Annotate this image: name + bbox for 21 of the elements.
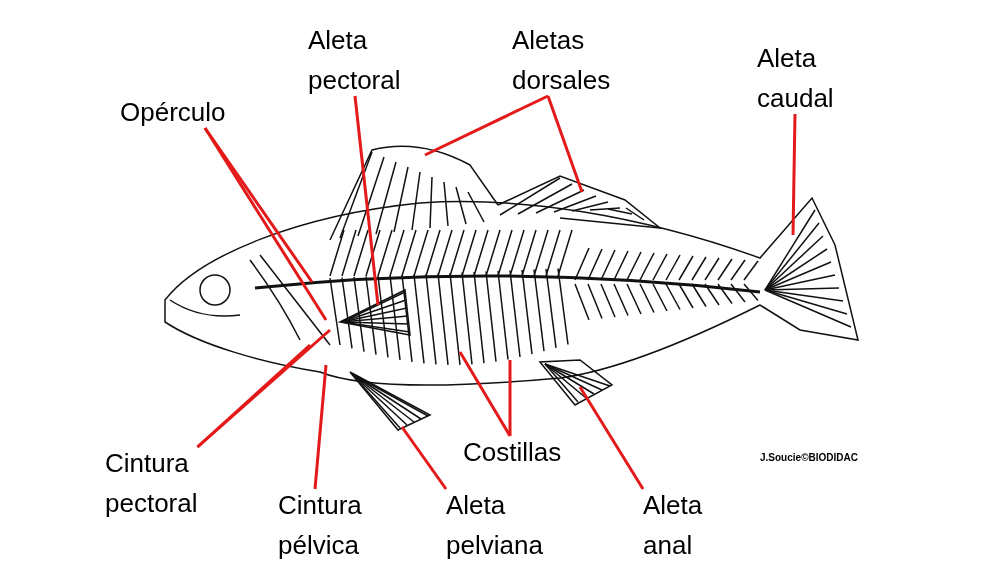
part-label: Opérculo: [120, 92, 226, 132]
part-label: Aletas dorsales: [512, 20, 611, 100]
leader-line: [400, 426, 448, 490]
leader-line: [424, 94, 549, 157]
leader-line: [578, 386, 645, 490]
leader-line: [196, 328, 331, 449]
part-label: Aleta pectoral: [308, 20, 401, 100]
leader-line: [313, 364, 328, 490]
part-label: Cintura pectoral: [105, 443, 198, 523]
part-label: Aleta caudal: [757, 38, 834, 118]
leader-line: [458, 351, 512, 437]
leader-line: [546, 95, 584, 193]
leader-line: [353, 95, 380, 306]
part-label: Aleta anal: [643, 485, 703, 565]
leader-line: [203, 127, 328, 321]
credit-note: J.Soucie©BIODIDAC: [760, 452, 858, 463]
leader-line: [508, 360, 512, 436]
leader-line: [791, 113, 797, 236]
part-label: Cintura pélvica: [278, 485, 362, 565]
part-label: Aleta pelviana: [446, 485, 543, 565]
part-label: Costillas: [463, 432, 562, 472]
